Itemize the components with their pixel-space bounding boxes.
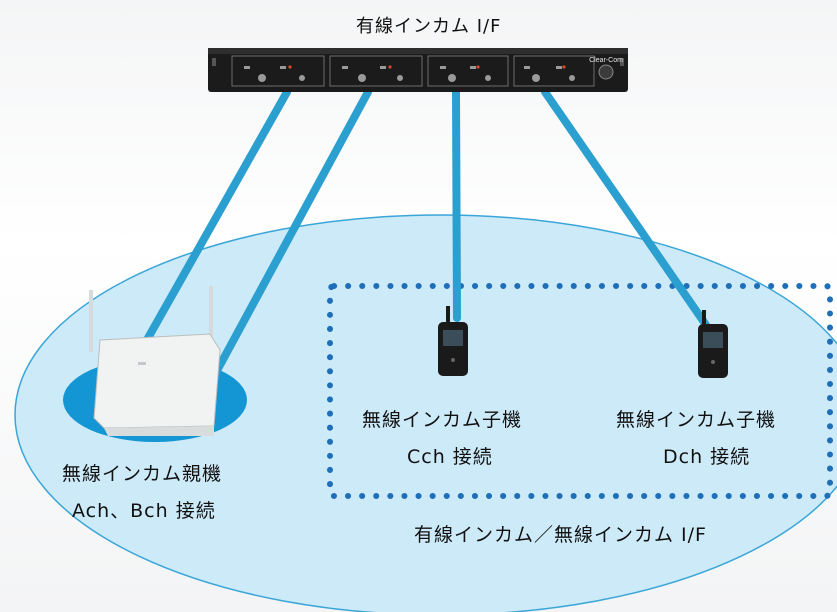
cable-c — [452, 88, 461, 322]
cable-group — [144, 88, 710, 382]
base-station-channels: Ach、Bch 接続 — [72, 500, 216, 522]
handset-d-device — [698, 310, 728, 378]
base-station-name: 無線インカム親機 — [62, 463, 223, 485]
handset-d-channel: Dch 接続 — [663, 446, 751, 468]
group-label: 有線インカム／無線インカム I/F — [414, 524, 707, 546]
handset-c-device — [438, 306, 468, 376]
cable-a — [144, 88, 291, 342]
base-station-device — [89, 286, 221, 436]
rack-brand-logo: Clear-Com — [589, 57, 623, 64]
handset-c-name: 無線インカム子機 — [362, 409, 523, 431]
cable-d — [541, 88, 710, 329]
coverage-ellipse — [14, 214, 837, 612]
interface-title: 有線インカム I/F — [356, 16, 502, 37]
rack-unit: Clear-Com — [208, 48, 628, 92]
cable-b — [209, 88, 372, 382]
handset-c-channel: Cch 接続 — [407, 446, 493, 468]
handset-d-name: 無線インカム子機 — [616, 409, 777, 431]
